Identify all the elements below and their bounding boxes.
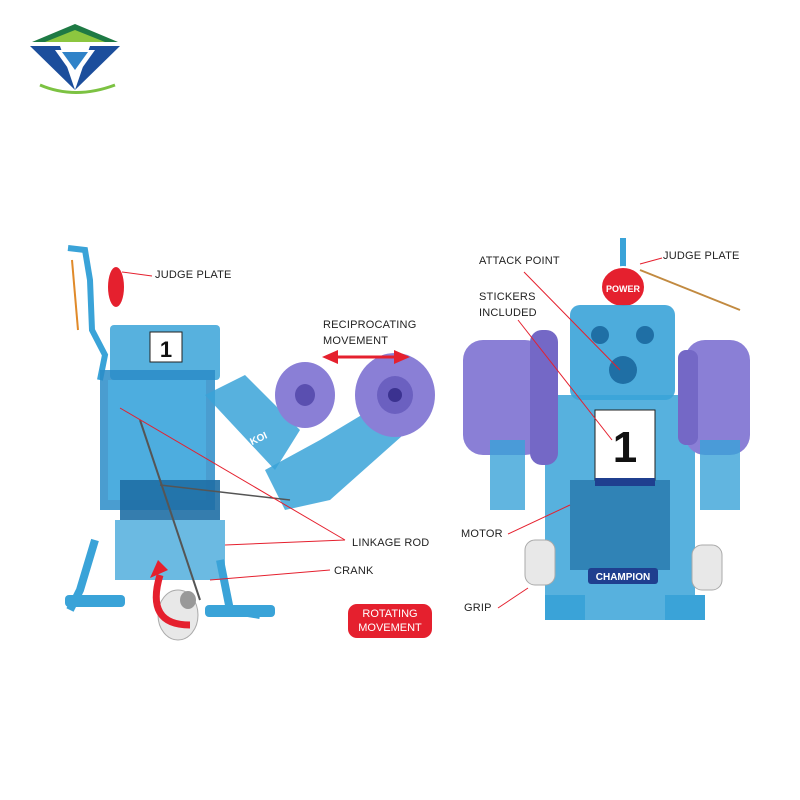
left-label-judge-plate: JUDGE PLATE [155,267,232,284]
right-label-grip: GRIP [464,600,492,617]
left-label-reciprocating-line1: RECIPROCATING [323,317,416,334]
right-champion-badge: CHAMPION [596,572,650,583]
left-label-rotating-movement: ROTATING MOVEMENT [348,604,432,638]
left-label-reciprocating-line2: MOVEMENT [323,333,388,350]
left-label-linkage-rod: LINKAGE ROD [352,535,429,552]
right-label-judge-plate: JUDGE PLATE [663,248,740,265]
right-label-motor: MOTOR [461,526,503,543]
rotating-movement-line1: ROTATING [358,607,422,621]
right-label-stickers-line2: INCLUDED [479,305,537,322]
diamond-v-logo-icon [30,24,120,93]
rotating-movement-line2: MOVEMENT [358,621,422,635]
right-power-plate-label: POWER [606,284,641,294]
left-label-crank: CRANK [334,563,374,580]
right-label-attack-point: ATTACK POINT [479,253,560,270]
left-robot-illustration [65,248,435,640]
right-number: 1 [613,423,637,472]
left-judge-plate-icon [108,267,124,307]
right-label-stickers-line1: STICKERS [479,289,536,306]
left-number: 1 [160,337,172,362]
